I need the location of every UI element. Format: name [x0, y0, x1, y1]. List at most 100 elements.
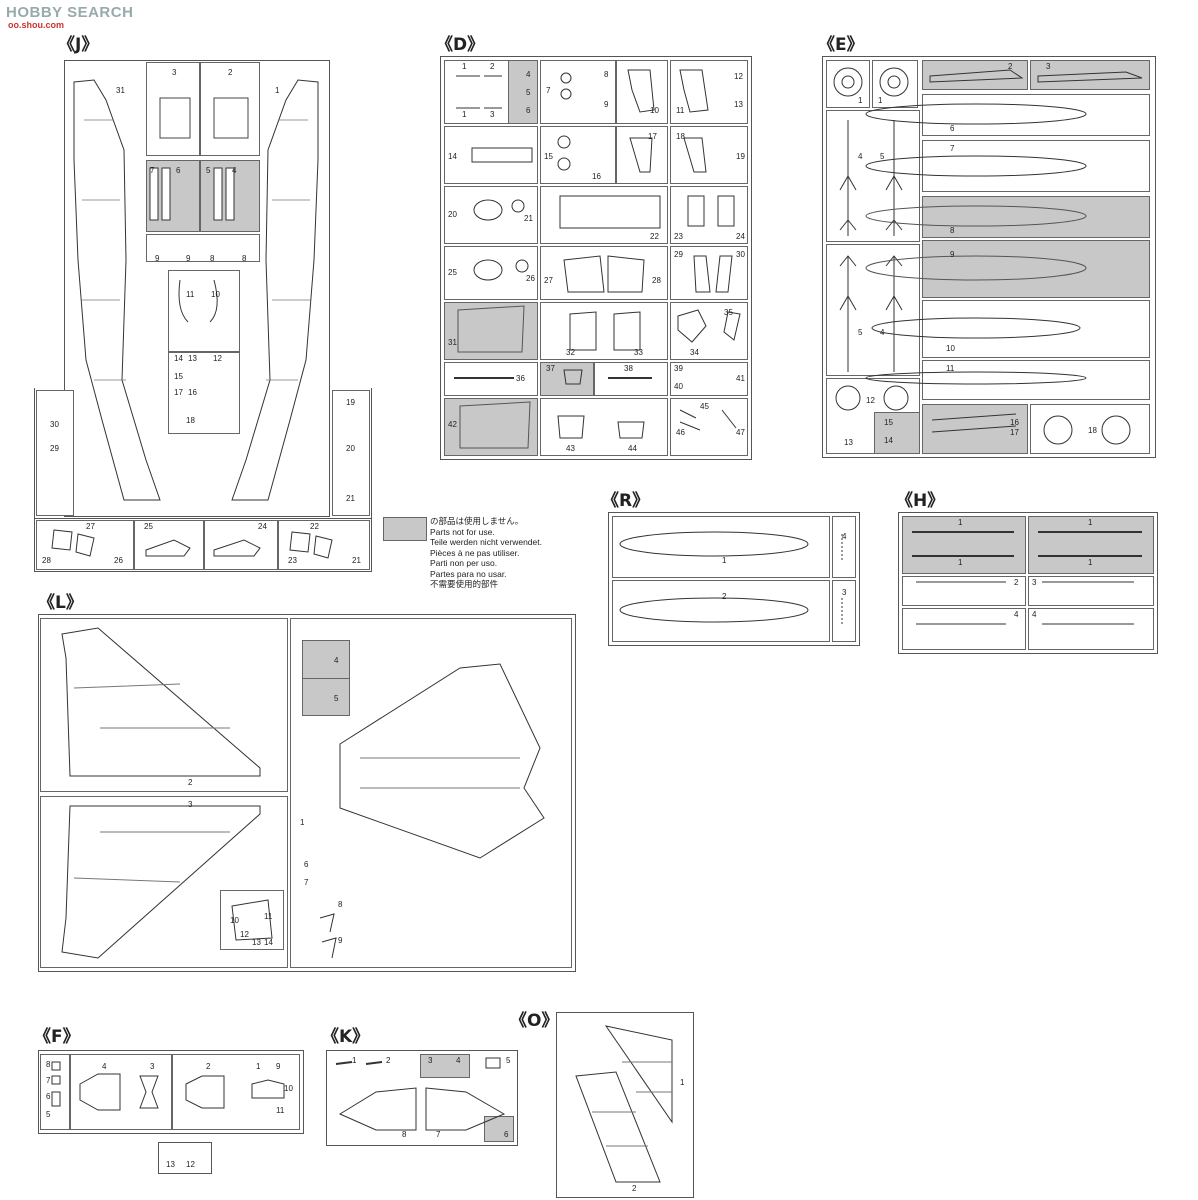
part-number-label: 1: [1088, 558, 1093, 567]
part-number-label: 2: [722, 592, 727, 601]
j-lower-parts-drawing: [51, 529, 333, 559]
part-number-label: 6: [526, 106, 531, 115]
part-number-label: 16: [188, 388, 197, 397]
part-number-label: 45: [700, 402, 709, 411]
part-number-label: 8: [338, 900, 343, 909]
part-number-label: 9: [604, 100, 609, 109]
part-number-label: 2: [490, 62, 495, 71]
part-number-label: 21: [352, 556, 361, 565]
part-number-label: 23: [674, 232, 683, 241]
tree-label-e: 《E》: [818, 35, 864, 55]
part-number-label: 37: [546, 364, 555, 373]
part-number-label: 9: [276, 1062, 281, 1071]
part-number-label: 12: [734, 72, 743, 81]
part-number-label: 47: [736, 428, 745, 437]
part-number-label: 8: [210, 254, 215, 263]
part-number-label: 22: [650, 232, 659, 241]
wing-halves-drawing: [61, 627, 545, 959]
part-number-label: 27: [86, 522, 95, 531]
part-number-label: 5: [334, 694, 339, 703]
part-number-label: 24: [258, 522, 267, 531]
part-number-label: 8: [950, 226, 955, 235]
part-number-label: 13: [166, 1160, 175, 1169]
part-number-label: 11: [676, 106, 685, 115]
part-number-label: 1: [256, 1062, 261, 1071]
part-number-label: 2: [188, 778, 193, 787]
o-tail-drawing: [575, 1025, 673, 1183]
tree-label-r: 《R》: [602, 491, 650, 511]
part-number-label: 3: [842, 588, 847, 597]
part-number-label: 22: [310, 522, 319, 531]
part-number-label: 7: [150, 166, 155, 175]
part-number-label: 39: [674, 364, 683, 373]
part-number-label: 26: [114, 556, 123, 565]
part-number-label: 11: [946, 364, 955, 373]
part-number-label: 21: [524, 214, 533, 223]
part-number-label: 19: [346, 398, 355, 407]
part-number-label: 31: [448, 338, 457, 347]
part-number-label: 12: [866, 396, 875, 405]
part-number-label: 3: [1046, 62, 1051, 71]
part-number-label: 14: [448, 152, 457, 161]
part-number-label: 4: [232, 166, 237, 175]
part-number-label: 4: [842, 532, 847, 541]
part-number-label: 4: [456, 1056, 461, 1065]
part-number-label: 1: [462, 110, 467, 119]
part-number-label: 5: [46, 1110, 51, 1119]
tree-label-d: 《D》: [436, 35, 485, 55]
part-number-label: 20: [448, 210, 457, 219]
f-parts-drawing: [51, 1061, 285, 1111]
k-parts-drawing: [335, 1057, 506, 1131]
tree-label-j: 《J》: [58, 35, 99, 55]
part-number-label: 8: [46, 1060, 51, 1069]
part-number-label: 15: [544, 152, 553, 161]
part-number-label: 30: [736, 250, 745, 259]
part-number-label: 24: [736, 232, 745, 241]
part-number-label: 10: [211, 290, 220, 299]
part-number-label: 36: [516, 374, 525, 383]
part-number-label: 6: [504, 1130, 509, 1139]
part-number-label: 4: [102, 1062, 107, 1071]
part-number-label: 3: [172, 68, 177, 77]
part-number-label: 2: [1008, 62, 1013, 71]
r-tanks-drawing: [619, 531, 843, 626]
part-number-label: 17: [174, 388, 183, 397]
not-for-use-legend: の部品は使用しません。 Parts not for use. Teile wer…: [430, 516, 542, 589]
part-number-label: 1: [275, 86, 280, 95]
part-number-label: 2: [632, 1184, 637, 1193]
part-number-label: 1: [858, 96, 863, 105]
part-number-label: 18: [186, 416, 195, 425]
part-number-label: 4: [880, 328, 885, 337]
part-number-label: 4: [858, 152, 863, 161]
watermark-sub: oo.shou.com: [8, 20, 64, 30]
part-number-label: 16: [1010, 418, 1019, 427]
part-number-label: 5: [858, 328, 863, 337]
part-number-label: 21: [346, 494, 355, 503]
part-number-label: 7: [436, 1130, 441, 1139]
part-number-label: 3: [188, 800, 193, 809]
part-number-label: 11: [186, 290, 195, 299]
part-number-label: 9: [155, 254, 160, 263]
part-number-label: 8: [242, 254, 247, 263]
tree-label-f: 《F》: [34, 1027, 80, 1047]
part-number-label: 14: [884, 436, 893, 445]
part-number-label: 34: [690, 348, 699, 357]
part-number-label: 1: [958, 518, 963, 527]
part-number-label: 5: [526, 88, 531, 97]
part-number-label: 10: [230, 916, 239, 925]
part-number-label: 11: [264, 912, 273, 921]
part-number-label: 32: [566, 348, 575, 357]
part-number-label: 35: [724, 308, 733, 317]
part-number-label: 6: [304, 860, 309, 869]
part-number-label: 13: [734, 100, 743, 109]
part-number-label: 2: [1014, 578, 1019, 587]
part-number-label: 29: [50, 444, 59, 453]
part-number-label: 40: [674, 382, 683, 391]
part-number-label: 2: [386, 1056, 391, 1065]
not-for-use-swatch: [383, 517, 427, 541]
part-number-label: 17: [1010, 428, 1019, 437]
part-number-label: 42: [448, 420, 457, 429]
part-number-label: 15: [174, 372, 183, 381]
part-number-label: 4: [526, 70, 531, 79]
part-number-label: 43: [566, 444, 575, 453]
